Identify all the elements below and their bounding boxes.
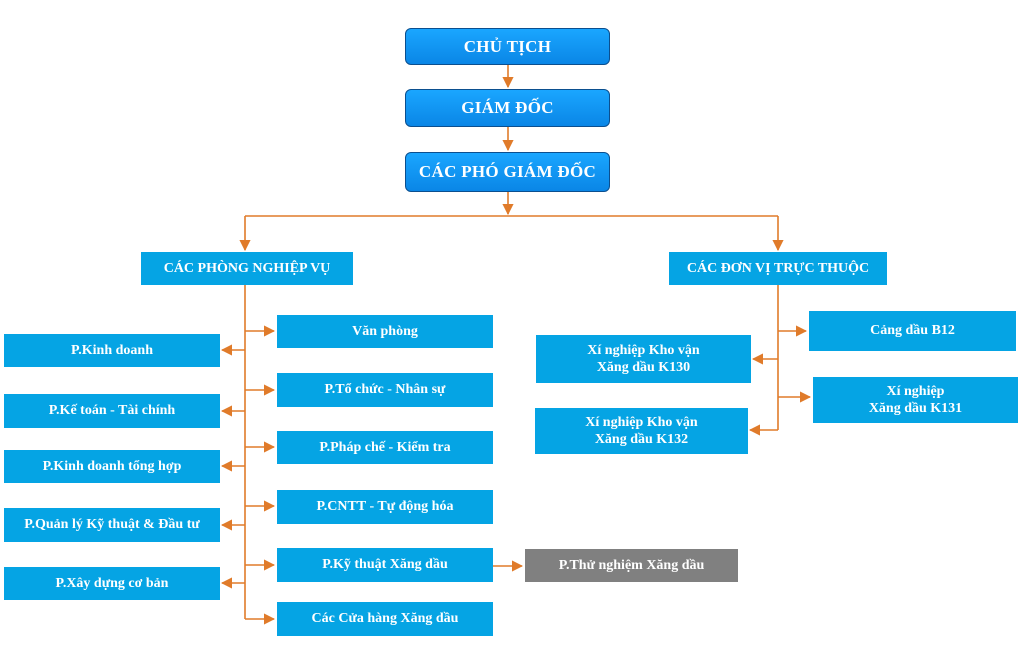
left-dept-2: P.Kế toán - Tài chính (4, 394, 220, 428)
director-box: GIÁM ĐỐC (405, 89, 610, 127)
unit-k132-box: Xí nghiệp Kho vận Xăng dầu K132 (535, 408, 748, 454)
middle-dept-2: P.Tổ chức - Nhân sự (277, 373, 493, 407)
left-dept-3: P.Kinh doanh tổng hợp (4, 450, 220, 483)
left-dept-1: P.Kinh doanh (4, 334, 220, 367)
middle-dept-6: Các Cửa hàng Xăng dầu (277, 602, 493, 636)
unit-k130-box: Xí nghiệp Kho vận Xăng dầu K130 (536, 335, 751, 383)
units-group-box: CÁC ĐƠN VỊ TRỰC THUỘC (669, 252, 887, 285)
middle-dept-5: P.Kỹ thuật Xăng dầu (277, 548, 493, 582)
testing-box: P.Thử nghiệm Xăng dầu (525, 549, 738, 582)
deputies-box: CÁC PHÓ GIÁM ĐỐC (405, 152, 610, 192)
left-dept-5: P.Xây dựng cơ bản (4, 567, 220, 600)
middle-dept-3: P.Pháp chế - Kiểm tra (277, 431, 493, 464)
departments-group-box: CÁC PHÒNG NGHIỆP VỤ (141, 252, 353, 285)
left-dept-4: P.Quản lý Kỹ thuật & Đầu tư (4, 508, 220, 542)
unit-k131-box: Xí nghiệp Xăng dầu K131 (813, 377, 1018, 423)
middle-dept-1: Văn phòng (277, 315, 493, 348)
chairman-box: CHỦ TỊCH (405, 28, 610, 65)
unit-b12-box: Cảng dầu B12 (809, 311, 1016, 351)
middle-dept-4: P.CNTT - Tự động hóa (277, 490, 493, 524)
